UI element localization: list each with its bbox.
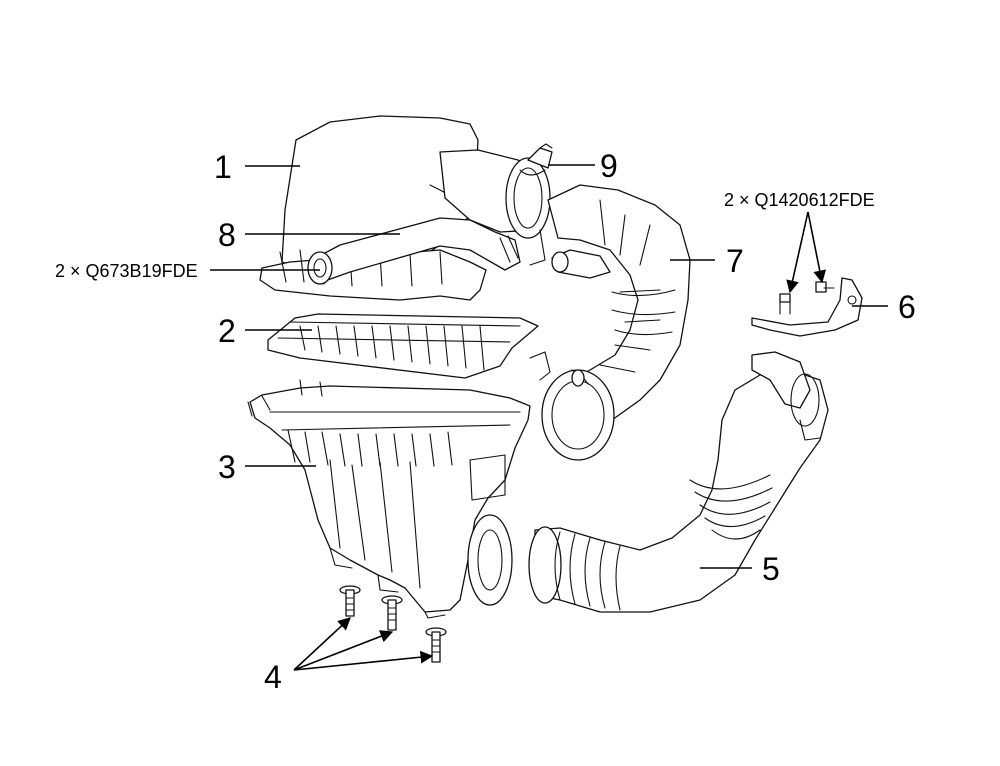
callout-7: 7: [726, 243, 744, 279]
housing-bolts: [339, 585, 447, 663]
lower-air-box-housing: [247, 351, 551, 619]
callout-5: 5: [762, 551, 780, 587]
air-box-cover: [259, 115, 551, 301]
leader-4c: [293, 650, 434, 671]
callout-3: 3: [218, 449, 236, 485]
callout-4: 4: [264, 659, 282, 695]
leader-bracket-bolt-a: [786, 211, 809, 294]
clamp-qty-code: 2 × Q673B19FDE: [55, 261, 198, 281]
callout-8: 8: [218, 217, 236, 253]
leader-4b: [293, 630, 394, 671]
leader-4a: [293, 617, 351, 671]
callout-6: 6: [898, 289, 916, 325]
intake-duct-hose: [541, 184, 691, 461]
breather-hose: [307, 217, 546, 285]
callout-9: 9: [600, 148, 618, 184]
bracket-bolt-qty-code: 2 × Q1420612FDE: [724, 190, 875, 210]
hose-clamp: [519, 143, 553, 176]
leader-bracket-bolt-b: [807, 211, 827, 284]
callout-2: 2: [218, 313, 236, 349]
lower-intake-pipe: [528, 351, 829, 613]
mounting-bracket: [751, 277, 863, 337]
air-filter-element: [267, 313, 539, 379]
leader-lines: [210, 164, 888, 671]
callout-1: 1: [214, 149, 232, 185]
